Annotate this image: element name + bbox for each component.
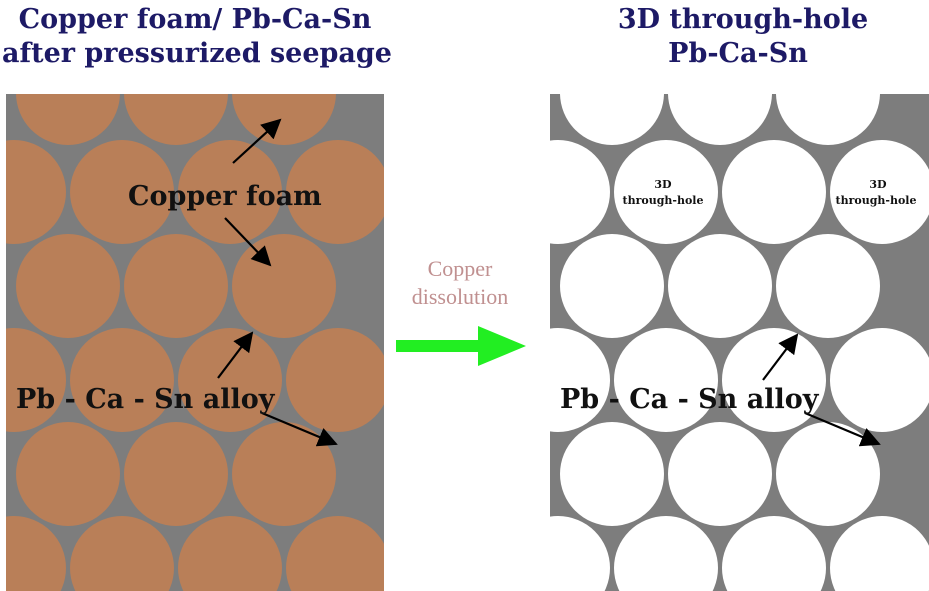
through-hole-cell bbox=[560, 422, 664, 526]
through-hole-cells bbox=[550, 94, 929, 591]
left-title-line1: Copper foam/ Pb-Ca-Sn bbox=[19, 4, 372, 35]
through-hole-cell bbox=[830, 140, 929, 244]
through-hole-cell bbox=[614, 140, 718, 244]
through-hole-cell bbox=[722, 328, 826, 432]
through-hole-cell bbox=[614, 516, 718, 591]
label-alloy-right: Pb - Ca - Sn alloy bbox=[560, 384, 820, 415]
copper-cell bbox=[70, 140, 174, 244]
process-label-line2: dissolution bbox=[412, 284, 509, 309]
label-copper-foam: Copper foam bbox=[128, 181, 322, 212]
copper-cell bbox=[286, 140, 384, 244]
copper-cell bbox=[70, 516, 174, 591]
copper-cell bbox=[124, 234, 228, 338]
right-title-line1: 3D through-hole bbox=[618, 4, 868, 35]
pointer-copper-down bbox=[224, 217, 272, 267]
through-hole-cell bbox=[550, 328, 610, 432]
process-arrow bbox=[396, 326, 526, 366]
through-hole-cell bbox=[722, 516, 826, 591]
right-title-line2: Pb-Ca-Sn bbox=[668, 38, 808, 69]
pointer-alloy-left-up bbox=[217, 331, 254, 379]
through-hole-cell bbox=[776, 422, 880, 526]
copper-cell bbox=[232, 234, 336, 338]
copper-cell bbox=[232, 94, 336, 145]
label-alloy-left: Pb - Ca - Sn alloy bbox=[16, 384, 276, 415]
copper-cell bbox=[178, 140, 282, 244]
hole-label-1-line1: 3D bbox=[654, 178, 672, 191]
through-hole-cell bbox=[550, 140, 610, 244]
copper-cell bbox=[178, 516, 282, 591]
hole-label-1-line2: through-hole bbox=[623, 194, 704, 207]
copper-cell bbox=[6, 140, 66, 244]
copper-cell bbox=[178, 328, 282, 432]
copper-cell bbox=[286, 516, 384, 591]
pointer-alloy-right-down bbox=[804, 411, 881, 447]
pointer-copper-up bbox=[232, 118, 282, 164]
through-hole-cell bbox=[668, 94, 772, 145]
through-hole-cell bbox=[830, 328, 929, 432]
copper-cell bbox=[286, 328, 384, 432]
copper-foam-cells bbox=[6, 94, 384, 591]
through-hole-cell bbox=[776, 234, 880, 338]
through-hole-cell bbox=[550, 516, 610, 591]
copper-cell bbox=[16, 422, 120, 526]
through-hole-cell bbox=[668, 234, 772, 338]
through-hole-cell bbox=[776, 94, 880, 145]
copper-cell bbox=[6, 328, 66, 432]
pointer-alloy-left-down bbox=[261, 411, 338, 447]
through-hole-cell bbox=[560, 234, 664, 338]
through-hole-cell bbox=[560, 94, 664, 145]
hole-label-2-line1: 3D bbox=[869, 178, 887, 191]
hole-label-2-line2: through-hole bbox=[836, 194, 917, 207]
left-title-line2: after pressurized seepage bbox=[2, 38, 392, 69]
pointer-alloy-right-up bbox=[762, 333, 799, 381]
copper-cell bbox=[124, 422, 228, 526]
through-hole-cell bbox=[722, 140, 826, 244]
process-label-line1: Copper bbox=[428, 256, 493, 281]
copper-cell bbox=[70, 328, 174, 432]
through-hole-cell bbox=[830, 516, 929, 591]
right-panel bbox=[550, 94, 929, 591]
left-panel bbox=[6, 94, 384, 591]
copper-cell bbox=[124, 94, 228, 145]
through-hole-cell bbox=[668, 422, 772, 526]
copper-cell bbox=[232, 422, 336, 526]
copper-cell bbox=[6, 516, 66, 591]
through-hole-cell bbox=[614, 328, 718, 432]
copper-cell bbox=[16, 94, 120, 145]
copper-cell bbox=[16, 234, 120, 338]
